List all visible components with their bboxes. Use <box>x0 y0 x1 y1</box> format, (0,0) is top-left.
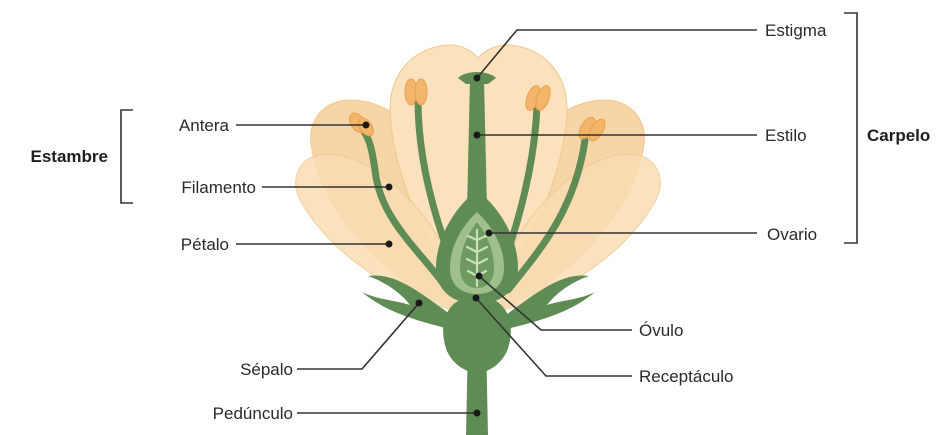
dot-sepalo <box>416 300 423 307</box>
label-petalo: Pétalo <box>181 235 229 254</box>
group-carpelo: Carpelo <box>867 126 930 145</box>
anther-left-b <box>415 79 427 105</box>
label-estigma: Estigma <box>765 21 827 40</box>
bracket-carpelo <box>844 13 857 243</box>
dot-estigma <box>474 75 481 82</box>
label-filamento: Filamento <box>181 178 256 197</box>
dot-filamento <box>386 184 393 191</box>
label-estilo: Estilo <box>765 126 807 145</box>
dot-ovario <box>486 230 493 237</box>
dot-estilo <box>474 132 481 139</box>
dot-ovulo <box>476 273 483 280</box>
label-sepalo: Sépalo <box>240 360 293 379</box>
dot-antera <box>363 122 370 129</box>
dot-petalo <box>386 241 393 248</box>
label-antera: Antera <box>179 116 230 135</box>
bracket-estambre <box>121 110 133 203</box>
label-receptaculo: Receptáculo <box>639 367 734 386</box>
receptacle <box>443 296 511 372</box>
dot-pedunculo <box>474 410 481 417</box>
label-pedunculo: Pedúnculo <box>213 404 293 423</box>
dot-receptaculo <box>473 295 480 302</box>
group-estambre: Estambre <box>31 147 108 166</box>
label-ovario: Ovario <box>767 225 817 244</box>
label-ovulo: Óvulo <box>639 321 683 340</box>
